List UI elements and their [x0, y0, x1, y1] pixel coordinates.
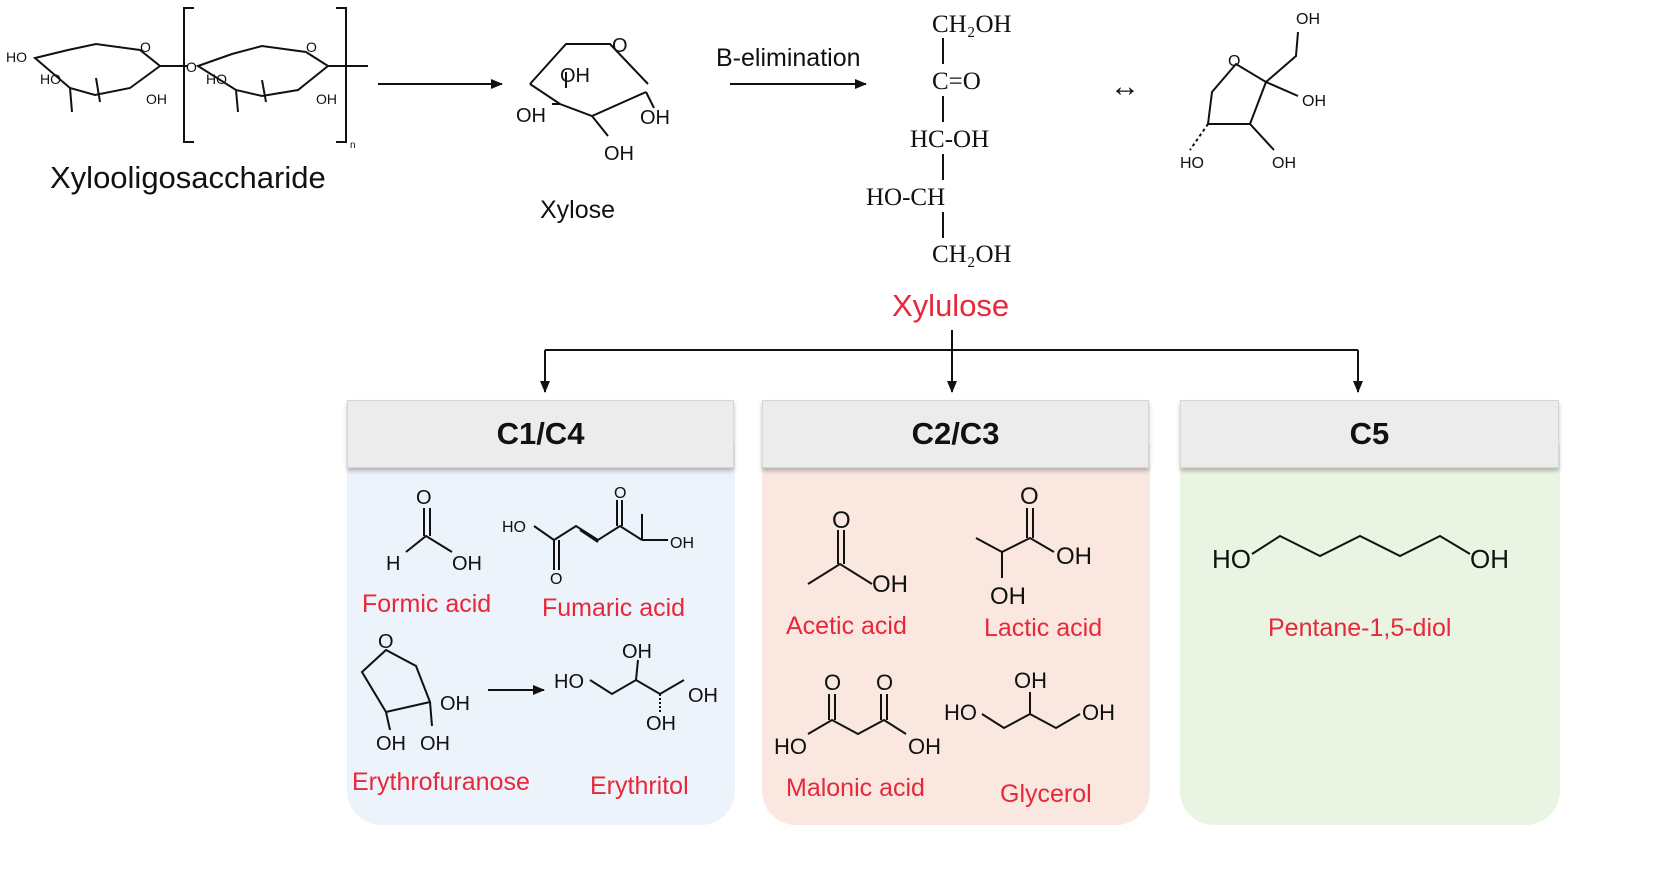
xylooligosaccharide-atoms: HO HO OH O O HO OH O n — [6, 39, 356, 151]
label-fumaric-acid: Fumaric acid — [542, 594, 686, 622]
label-xylulose: Xylulose — [892, 288, 1010, 323]
formic-oh: OH — [452, 553, 482, 575]
label-glycerol: Glycerol — [1000, 780, 1092, 808]
furanose-ho-3: HO — [1180, 155, 1204, 172]
fischer-row-1: CH₂OH — [932, 11, 1012, 38]
erythritol-oh-1: OH — [622, 641, 652, 663]
label-erythritol: Erythritol — [590, 772, 689, 800]
lactic-oh-1: OH — [1056, 543, 1092, 570]
xylose-oh-right: OH — [640, 107, 670, 129]
acetic-o: O — [832, 507, 851, 534]
furanose-oh-2: OH — [1302, 93, 1326, 110]
lactic-oh-2: OH — [990, 583, 1026, 610]
erythritol-oh-2: OH — [688, 685, 718, 707]
xylose-structure — [529, 43, 655, 137]
atom-ho-1: HO — [6, 49, 27, 65]
label-xylooligosaccharide: Xylooligosaccharide — [50, 160, 326, 195]
glycerol-oh-1: OH — [1014, 668, 1047, 693]
glycerol-oh-2: OH — [1082, 700, 1115, 725]
malonic-oh: OH — [908, 734, 941, 759]
label-erythrofuranose: Erythrofuranose — [352, 768, 530, 796]
atom-oh-3: OH — [146, 91, 167, 107]
ery-oh-2: OH — [376, 733, 406, 755]
fischer-row-2: C=O — [932, 68, 981, 95]
label-lactic-acid: Lactic acid — [984, 614, 1103, 642]
fumaric-oh: OH — [670, 535, 694, 552]
furanose-oh-1: OH — [1296, 11, 1320, 28]
pentanediol-ho: HO — [1212, 544, 1251, 574]
header-c2c3: C2/C3 — [762, 400, 1149, 468]
xylulose-fischer: CH₂OH C=O HC-OH HO-CH CH₂OH — [866, 11, 1012, 268]
formic-h: H — [386, 553, 400, 575]
label-xylose: Xylose — [540, 196, 616, 224]
xylose-oh-bottom: OH — [604, 143, 634, 165]
fischer-row-5: CH₂OH — [932, 241, 1012, 268]
atom-o-ring1: O — [140, 39, 151, 55]
malonic-o-2: O — [876, 670, 893, 695]
panel-c5 — [1180, 445, 1560, 825]
malonic-o-1: O — [824, 670, 841, 695]
pentanediol-oh: OH — [1470, 544, 1509, 574]
atom-ho-2: HO — [40, 71, 61, 87]
fumaric-ho: HO — [502, 519, 526, 536]
equilibrium-arrow: ↔ — [1110, 70, 1140, 103]
atom-oh-5: OH — [316, 91, 337, 107]
furanose-oh-4: OH — [1272, 155, 1296, 172]
glycerol-ho: HO — [944, 700, 977, 725]
xylose-o: O — [612, 35, 628, 57]
ery-oh-1: OH — [440, 693, 470, 715]
repeat-subscript: n — [350, 140, 356, 151]
malonic-ho: HO — [774, 734, 807, 759]
furanose-o: O — [1228, 53, 1240, 70]
ery-o: O — [378, 631, 394, 653]
label-formic-acid: Formic acid — [362, 590, 492, 618]
atom-o-link: O — [186, 59, 197, 75]
xylooligosaccharide-structure — [32, 7, 368, 143]
ery-oh-3: OH — [420, 733, 450, 755]
lactic-o: O — [1020, 483, 1039, 510]
header-c1c4: C1/C4 — [347, 400, 734, 468]
fumaric-o-1: O — [550, 571, 562, 588]
panel-c1c4 — [347, 445, 735, 825]
fischer-row-4: HO-CH — [866, 184, 945, 211]
atom-o-ring2: O — [306, 39, 317, 55]
label-malonic-acid: Malonic acid — [786, 774, 925, 802]
label-pentanediol: Pentane-1,5-diol — [1268, 614, 1452, 642]
header-c5: C5 — [1180, 400, 1559, 468]
xylose-oh-top: OH — [560, 65, 590, 87]
erythritol-ho: HO — [554, 671, 584, 693]
formic-o: O — [416, 487, 432, 509]
label-b-elimination: B-elimination — [716, 44, 861, 72]
panel-c2c3 — [762, 445, 1150, 825]
fischer-row-3: HC-OH — [910, 126, 989, 153]
label-acetic-acid: Acetic acid — [786, 612, 907, 640]
xylose-oh-left: OH — [516, 105, 546, 127]
xylulose-furanose-structure — [1189, 31, 1299, 151]
atom-ho-4: HO — [206, 71, 227, 87]
acetic-oh: OH — [872, 571, 908, 598]
erythritol-oh-3: OH — [646, 713, 676, 735]
fumaric-o-2: O — [614, 485, 626, 502]
